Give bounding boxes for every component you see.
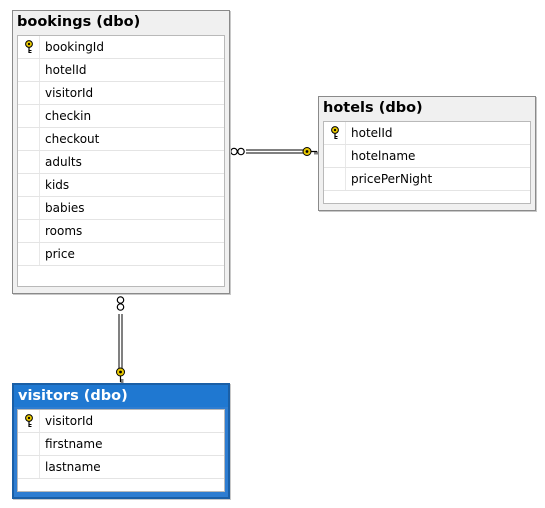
column-name: hotelId: [351, 126, 393, 140]
table-title[interactable]: bookings (dbo): [13, 11, 229, 33]
relationship-bookings-visitors[interactable]: [116, 296, 125, 383]
row-selector[interactable]: [18, 243, 40, 265]
column-row[interactable]: hotelId: [324, 122, 530, 145]
row-selector[interactable]: [18, 220, 40, 242]
table-title[interactable]: visitors (dbo): [14, 385, 228, 407]
row-selector[interactable]: [18, 36, 40, 58]
column-name: lastname: [45, 460, 101, 474]
column-row[interactable]: hotelname: [324, 145, 530, 168]
column-name: hotelId: [45, 63, 87, 77]
key-icon: [116, 367, 125, 383]
column-name: adults: [45, 155, 82, 169]
row-selector[interactable]: [18, 82, 40, 104]
row-selector[interactable]: [18, 433, 40, 455]
column-row[interactable]: checkout: [18, 128, 224, 151]
row-selector[interactable]: [18, 59, 40, 81]
column-row[interactable]: firstname: [18, 433, 224, 456]
row-selector[interactable]: [18, 197, 40, 219]
column-grid: visitorId firstname lastname: [17, 409, 225, 492]
many-end-icon: [230, 147, 245, 156]
row-selector[interactable]: [18, 410, 40, 432]
column-name: visitorId: [45, 86, 94, 100]
table-hotels[interactable]: hotels (dbo) hotelId hotelname pricePerNig…: [318, 96, 536, 211]
column-name: checkout: [45, 132, 100, 146]
column-row[interactable]: price: [18, 243, 224, 266]
column-grid: hotelId hotelname pricePerNight: [323, 121, 531, 204]
column-name: bookingId: [45, 40, 104, 54]
column-row[interactable]: visitorId: [18, 82, 224, 105]
column-name: pricePerNight: [351, 172, 433, 186]
key-icon: [302, 147, 318, 156]
column-row[interactable]: hotelId: [18, 59, 224, 82]
column-name: hotelname: [351, 149, 416, 163]
column-row[interactable]: visitorId: [18, 410, 224, 433]
row-selector[interactable]: [324, 122, 346, 144]
column-row[interactable]: bookingId: [18, 36, 224, 59]
row-selector[interactable]: [324, 168, 346, 190]
row-selector[interactable]: [18, 128, 40, 150]
column-row[interactable]: kids: [18, 174, 224, 197]
column-row[interactable]: pricePerNight: [324, 168, 530, 191]
relationship-bookings-hotels[interactable]: [230, 147, 318, 156]
table-title[interactable]: hotels (dbo): [319, 97, 535, 119]
many-end-icon: [116, 296, 125, 311]
row-selector[interactable]: [18, 174, 40, 196]
table-bookings[interactable]: bookings (dbo) bookingId hotelId visitorId…: [12, 10, 230, 294]
column-row[interactable]: rooms: [18, 220, 224, 243]
column-row[interactable]: babies: [18, 197, 224, 220]
column-name: checkin: [45, 109, 92, 123]
column-name: firstname: [45, 437, 103, 451]
column-row[interactable]: adults: [18, 151, 224, 174]
row-selector[interactable]: [18, 151, 40, 173]
column-name: babies: [45, 201, 85, 215]
row-selector[interactable]: [324, 145, 346, 167]
column-name: kids: [45, 178, 70, 192]
column-name: rooms: [45, 224, 83, 238]
row-selector[interactable]: [18, 105, 40, 127]
column-name: visitorId: [45, 414, 94, 428]
row-selector[interactable]: [18, 456, 40, 478]
column-row[interactable]: lastname: [18, 456, 224, 479]
table-visitors[interactable]: visitors (dbo) visitorId firstname lastnam…: [12, 383, 230, 499]
column-grid: bookingId hotelId visitorId checkin checkout…: [17, 35, 225, 287]
column-row[interactable]: checkin: [18, 105, 224, 128]
column-name: price: [45, 247, 75, 261]
